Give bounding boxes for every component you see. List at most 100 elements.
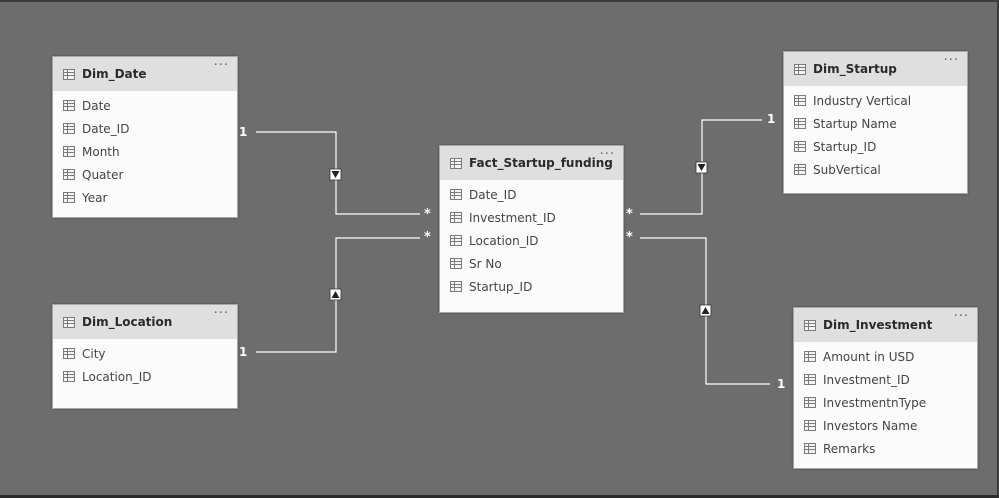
field-row[interactable]: Amount in USD — [794, 345, 977, 368]
more-options-icon[interactable]: ··· — [213, 58, 229, 73]
field-label: City — [82, 346, 106, 361]
field-label: Investment_ID — [823, 372, 910, 387]
field-label: Month — [82, 144, 120, 159]
column-icon — [63, 146, 75, 157]
column-icon — [450, 258, 462, 269]
field-label: Location_ID — [82, 369, 152, 384]
column-icon — [63, 348, 75, 359]
filter-direction-arrow-icon — [699, 304, 712, 317]
filter-direction-arrow-icon — [329, 288, 342, 301]
field-label: Startup_ID — [813, 139, 877, 154]
cardinality-many-location: * — [424, 230, 431, 245]
table-fact-startup-funding[interactable]: Fact_Startup_funding ··· Date_ID Investm… — [439, 145, 624, 313]
field-label: Industry Vertical — [813, 93, 912, 108]
field-row[interactable]: Startup_ID — [440, 275, 623, 298]
field-label: Remarks — [823, 441, 876, 456]
cardinality-one-investment: 1 — [777, 377, 786, 391]
cardinality-one-startup: 1 — [767, 112, 776, 126]
field-row[interactable]: Investment_ID — [794, 368, 977, 391]
table-title: Dim_Location — [82, 315, 173, 329]
field-label: Quater — [82, 167, 124, 182]
column-icon — [794, 118, 806, 129]
field-row[interactable]: Sr No — [440, 252, 623, 275]
field-label: Year — [82, 190, 108, 205]
field-row[interactable]: Month — [53, 140, 237, 163]
field-label: Date_ID — [82, 121, 130, 136]
table-title: Dim_Investment — [823, 318, 933, 332]
table-dim-location[interactable]: Dim_Location ··· City Location_ID — [52, 304, 238, 409]
field-label: Startup Name — [813, 116, 897, 131]
column-icon — [794, 141, 806, 152]
field-label: Investment_ID — [469, 210, 556, 225]
field-row[interactable]: Location_ID — [440, 229, 623, 252]
column-icon — [794, 95, 806, 106]
more-options-icon[interactable]: ··· — [943, 53, 959, 68]
column-icon — [63, 169, 75, 180]
column-icon — [63, 123, 75, 134]
field-row[interactable]: Investors Name — [794, 414, 977, 437]
column-icon — [804, 443, 816, 454]
cardinality-one-location: 1 — [239, 345, 248, 359]
field-label: Amount in USD — [823, 349, 915, 364]
field-label: Date — [82, 98, 111, 113]
field-row[interactable]: Year — [53, 186, 237, 209]
filter-direction-arrow-icon — [695, 161, 708, 174]
column-icon — [450, 212, 462, 223]
table-dim-startup[interactable]: Dim_Startup ··· Industry Vertical Startu… — [783, 51, 968, 194]
column-icon — [450, 235, 462, 246]
field-row[interactable]: InvestmentnType — [794, 391, 977, 414]
table-icon — [450, 157, 462, 169]
field-row[interactable]: Date_ID — [440, 183, 623, 206]
field-row[interactable]: Startup_ID — [784, 135, 967, 158]
field-label: SubVertical — [813, 162, 881, 177]
field-row[interactable]: Remarks — [794, 437, 977, 460]
field-label: Investors Name — [823, 418, 918, 433]
column-icon — [63, 100, 75, 111]
column-icon — [450, 281, 462, 292]
table-icon — [804, 319, 816, 331]
table-dim-date[interactable]: Dim_Date ··· Date Date_ID Month Quater Y… — [52, 56, 238, 218]
table-header[interactable]: Dim_Startup ··· — [784, 52, 967, 86]
field-row[interactable]: Date_ID — [53, 117, 237, 140]
more-options-icon[interactable]: ··· — [213, 306, 229, 321]
more-options-icon[interactable]: ··· — [953, 309, 969, 324]
column-icon — [804, 420, 816, 431]
field-label: Location_ID — [469, 233, 539, 248]
field-label: Sr No — [469, 256, 502, 271]
column-icon — [63, 371, 75, 382]
table-title: Dim_Date — [82, 67, 147, 81]
column-icon — [794, 164, 806, 175]
more-options-icon[interactable]: ··· — [599, 147, 615, 162]
table-header[interactable]: Dim_Date ··· — [53, 57, 237, 91]
column-icon — [63, 192, 75, 203]
table-header[interactable]: Dim_Location ··· — [53, 305, 237, 339]
table-title: Dim_Startup — [813, 62, 897, 76]
column-icon — [804, 397, 816, 408]
field-row[interactable]: Quater — [53, 163, 237, 186]
table-header[interactable]: Dim_Investment ··· — [794, 308, 977, 342]
column-icon — [450, 189, 462, 200]
field-row[interactable]: Startup Name — [784, 112, 967, 135]
field-row[interactable]: City — [53, 342, 237, 365]
table-dim-investment[interactable]: Dim_Investment ··· Amount in USD Investm… — [793, 307, 978, 469]
field-row[interactable]: Location_ID — [53, 365, 237, 388]
field-row[interactable]: Investment_ID — [440, 206, 623, 229]
table-title: Fact_Startup_funding — [469, 156, 613, 170]
field-label: Date_ID — [469, 187, 517, 202]
table-icon — [794, 63, 806, 75]
table-icon — [63, 68, 75, 80]
field-row[interactable]: Date — [53, 94, 237, 117]
cardinality-one-date: 1 — [239, 125, 248, 139]
filter-direction-arrow-icon — [329, 168, 342, 181]
field-label: InvestmentnType — [823, 395, 927, 410]
table-header[interactable]: Fact_Startup_funding ··· — [440, 146, 623, 180]
table-icon — [63, 316, 75, 328]
column-icon — [804, 374, 816, 385]
field-row[interactable]: Industry Vertical — [784, 89, 967, 112]
field-row[interactable]: SubVertical — [784, 158, 967, 181]
cardinality-many-date: * — [424, 207, 431, 222]
cardinality-many-startup: * — [626, 207, 633, 222]
cardinality-many-investment: * — [626, 230, 633, 245]
